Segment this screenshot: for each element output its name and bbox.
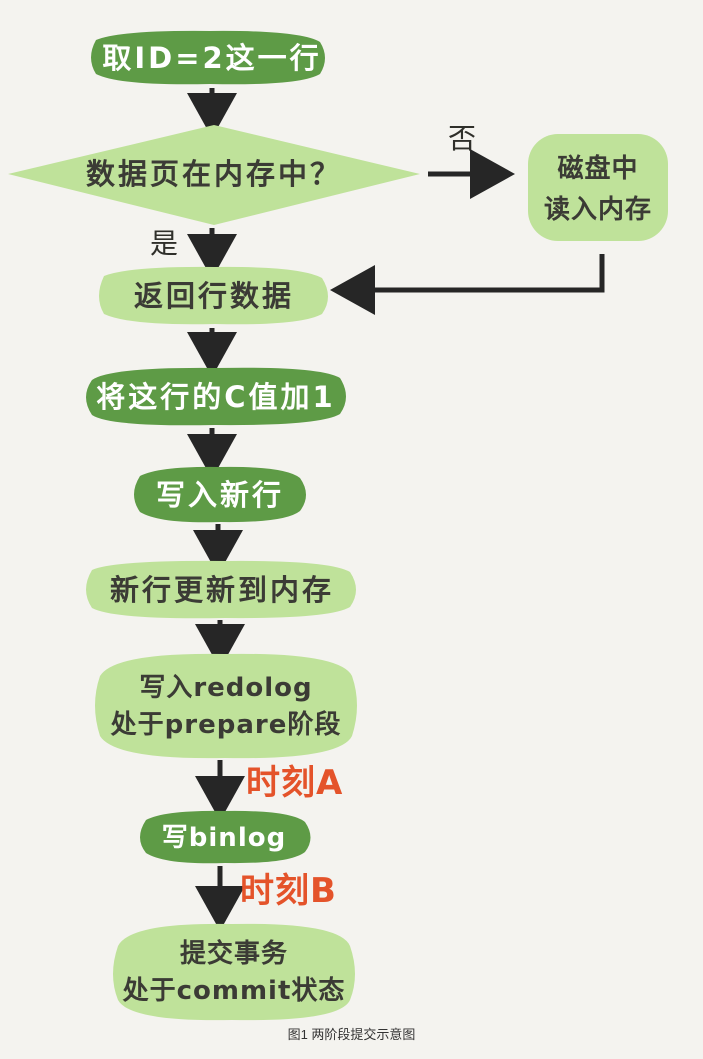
node-return-row-shape xyxy=(99,266,328,325)
disk-node-shape xyxy=(528,134,668,241)
disk-node-line1: 磁盘中 xyxy=(557,153,638,184)
node-read-from-disk: 磁盘中 读入内存 xyxy=(528,134,668,241)
node-redolog-prepare: 写入redolog 处于prepare阶段 xyxy=(95,653,357,759)
node-fetch-row-shape xyxy=(91,30,325,85)
node-redolog-prepare-line2: 处于prepare阶段 xyxy=(110,709,342,740)
decision-label: 数据页在内存中？ xyxy=(86,157,342,191)
disk-node-line2: 读入内存 xyxy=(544,195,652,225)
node-decision: 数据页在内存中？ xyxy=(8,125,420,225)
node-redolog-prepare-shape xyxy=(95,653,357,759)
node-write-binlog-label: 写binlog xyxy=(162,823,286,853)
node-commit-shape xyxy=(113,923,355,1021)
node-commit-line2: 处于commit状态 xyxy=(122,975,346,1006)
branch-no-label: 否 xyxy=(448,122,479,155)
node-redolog-prepare-line1: 写入redolog xyxy=(139,673,312,703)
node-increment-c-label: 将这行的C值加1 xyxy=(96,380,335,414)
decision-diamond xyxy=(8,125,420,225)
arrow-disk-return xyxy=(330,254,605,315)
node-increment-c-shape xyxy=(86,367,346,426)
node-return-row: 返回行数据 xyxy=(99,266,328,325)
node-write-new-row: 写入新行 xyxy=(134,466,306,523)
node-update-memory: 新行更新到内存 xyxy=(86,560,356,619)
node-fetch-row-label: 取ID=2这一行 xyxy=(102,41,321,75)
node-write-new-row-label: 写入新行 xyxy=(156,478,284,512)
node-update-memory-shape xyxy=(86,560,356,619)
node-commit-line1: 提交事务 xyxy=(180,938,288,969)
node-commit: 提交事务 处于commit状态 xyxy=(113,923,355,1021)
node-update-memory-label: 新行更新到内存 xyxy=(110,573,334,607)
node-return-row-label: 返回行数据 xyxy=(134,279,294,313)
time-marker-b: 时刻B xyxy=(240,871,337,911)
node-write-new-row-shape xyxy=(134,466,306,523)
time-marker-a: 时刻A xyxy=(246,763,343,803)
node-write-binlog: 写binlog xyxy=(140,810,311,864)
branch-yes-label: 是 xyxy=(150,227,181,260)
node-write-binlog-shape xyxy=(140,810,311,864)
node-increment-c: 将这行的C值加1 xyxy=(86,367,346,426)
figure-caption: 图1 两阶段提交示意图 xyxy=(287,1027,416,1042)
node-fetch-row: 取ID=2这一行 xyxy=(91,30,325,85)
